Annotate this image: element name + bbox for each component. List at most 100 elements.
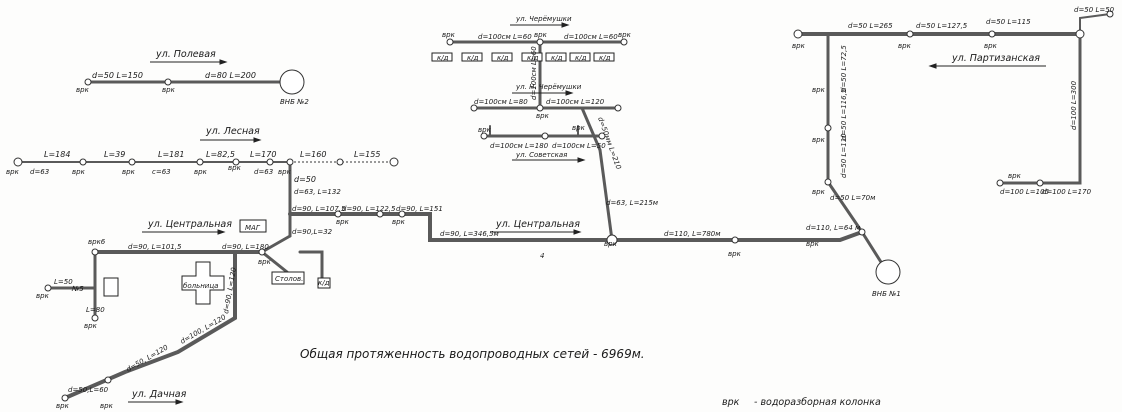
- hydrant-node: [470, 104, 478, 112]
- pipe-label: 4: [540, 252, 544, 260]
- building-kd: [461, 52, 483, 62]
- vrk-label: врк: [194, 168, 208, 176]
- street-label-central-left: ул. Центральная: [147, 219, 232, 230]
- vrk-label: врк: [604, 240, 618, 248]
- hydrant-node: [824, 124, 832, 132]
- vrk-label: врк: [36, 292, 50, 300]
- street-label-polevaya: ул. Полевая: [155, 49, 216, 60]
- building-kd: [569, 52, 591, 62]
- hydrant-node: [258, 248, 266, 256]
- vrk-label: врк: [56, 402, 70, 410]
- kd-label: к/д: [527, 54, 539, 62]
- pipe-label: d=100 L=300: [1070, 80, 1078, 130]
- pipe-label: d=63: [254, 168, 273, 176]
- junction-node: [606, 234, 618, 246]
- hydrant-node: [91, 248, 99, 256]
- pipe-label: L=155: [354, 150, 380, 159]
- building-kd: [593, 52, 615, 62]
- pipe-label: d=50 L=70м: [830, 194, 876, 202]
- pipe-label: d=100 L=170: [1042, 188, 1092, 196]
- hydrant-node: [996, 179, 1004, 187]
- hydrant-node: [376, 210, 384, 218]
- hydrant-node: [164, 78, 172, 86]
- building-label-mag: МАГ: [245, 224, 261, 232]
- vrk-label: врк: [536, 112, 550, 120]
- pipe-label: d=63, L=132: [294, 188, 341, 196]
- pipe-label: d=50,L=60: [68, 386, 109, 394]
- hydrant-node: [1106, 10, 1114, 18]
- arrow-head: [928, 63, 937, 69]
- street-label-sovetskaya: ул. Советская: [515, 151, 567, 159]
- kd-label: к/д: [575, 54, 587, 62]
- arrow-head: [565, 90, 574, 96]
- hydrant-node: [446, 38, 454, 46]
- pipe-label: d=100, L=120: [179, 313, 228, 346]
- pipe-label: d=100см L=60: [530, 46, 538, 100]
- pipe-label: d=100см L=50: [552, 142, 606, 150]
- building-kd: [491, 52, 513, 62]
- hydrant-node: [13, 157, 23, 167]
- hydrant-node: [104, 376, 112, 384]
- pipe-label: d=100см L=80: [474, 98, 528, 106]
- building-n5: [103, 277, 119, 297]
- hydrant-node: [286, 158, 294, 166]
- pipe-label: d=100см L=60: [478, 33, 532, 41]
- arrow-head: [573, 229, 582, 235]
- tower-label-vnb1: ВНБ №1: [872, 290, 901, 298]
- vrk-label: врк: [618, 31, 632, 39]
- hydrant-node: [334, 210, 342, 218]
- pipe-label: d=50 L=265: [848, 22, 893, 30]
- pipe-label: L=160: [300, 150, 326, 159]
- tower-label-vnb2: ВНБ №2: [280, 98, 309, 106]
- pipe-d50-50: [1079, 13, 1111, 35]
- arrow-head: [217, 229, 226, 235]
- building-kd-central: [317, 277, 331, 289]
- pipe-label: L=39: [104, 150, 125, 159]
- pipe-label: d=63: [30, 168, 49, 176]
- pipe-label: d=80 L=200: [205, 71, 256, 80]
- building-kd: [431, 52, 453, 62]
- vrk-label: врк: [806, 240, 820, 248]
- vrk-label: врк: [84, 322, 98, 330]
- hydrant-node: [536, 104, 544, 112]
- vrk-label: врк: [812, 136, 826, 144]
- street-label-partizanskaya: ул. Партизанская: [951, 53, 1040, 64]
- water-tower-vnb1: [875, 259, 901, 285]
- vrk-label: врк: [442, 31, 456, 39]
- building-label-kd: к/д: [318, 279, 330, 287]
- cheremushki-kd-labels: к/д к/д к/д к/д к/д к/д к/д: [437, 54, 611, 62]
- pipe-label: врк6: [88, 238, 106, 246]
- hydrant-node: [128, 158, 136, 166]
- pipe-sovetskaya-stubs: [489, 125, 579, 137]
- vrk-label: врк: [122, 168, 136, 176]
- pipe-label: L=80: [86, 306, 105, 314]
- hydrant-nodes: [13, 10, 1114, 402]
- kd-label: к/д: [551, 54, 563, 62]
- pipe-label: L=184: [44, 150, 70, 159]
- pipe-label: d=50 L=127,5: [916, 22, 968, 30]
- pipe-label: d=90, L=107,5: [292, 205, 346, 213]
- pipe-network: [17, 13, 1111, 400]
- vrk-label: врк: [162, 86, 176, 94]
- hydrant-node: [906, 30, 914, 38]
- vrk-label: врк: [336, 218, 350, 226]
- pipe-central-join: [260, 234, 292, 254]
- hydrant-node: [91, 314, 99, 322]
- hydrant-node: [196, 158, 204, 166]
- vrk-label: врк: [76, 86, 90, 94]
- vrk-label: врк: [572, 124, 586, 132]
- pipe-label: d=110, L=780м: [664, 230, 721, 238]
- building-kd: [545, 52, 567, 62]
- pipe-label: L=181: [158, 150, 184, 159]
- pipe-label: d=50 L=115: [986, 18, 1031, 26]
- kd-label: к/д: [599, 54, 611, 62]
- pipe-label: L=50: [54, 278, 73, 286]
- hydrant-node: [536, 38, 544, 46]
- pipe-label: d=50: [294, 175, 316, 184]
- building-stolovaya: [271, 271, 305, 285]
- pipe-label: d=90, L=151: [396, 205, 443, 213]
- pipe-label: d=50 L=150: [92, 71, 143, 80]
- vrk-label: врк: [478, 126, 492, 134]
- building-label-hospital: больница: [183, 282, 218, 290]
- hydrant-node: [541, 132, 549, 140]
